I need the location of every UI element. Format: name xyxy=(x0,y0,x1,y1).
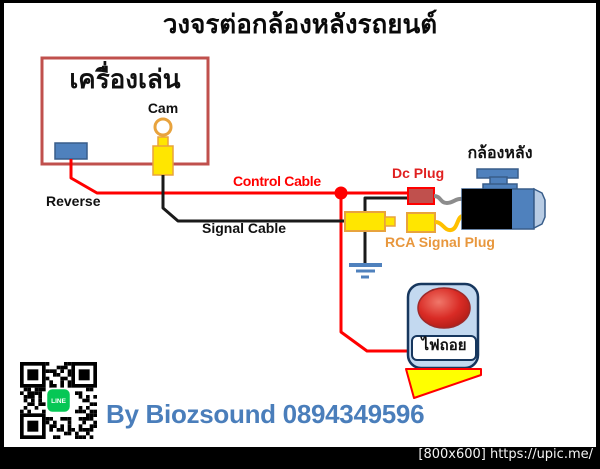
cam-port-label: Cam xyxy=(147,100,179,116)
rear-camera-label: กล้องหลัง xyxy=(467,145,533,162)
signal-cable-wire xyxy=(161,175,346,223)
cam-port-icon xyxy=(153,117,173,137)
control-cable-label: Control Cable xyxy=(233,173,321,189)
reverse-light xyxy=(405,282,482,399)
watermark-text: [800x600] https://upic.me/ xyxy=(418,447,593,462)
reverse-light-label-box xyxy=(411,335,477,361)
control-cable-wire xyxy=(69,159,408,195)
ground-wire xyxy=(363,196,408,263)
byline-text: By Biozsound 0894349596 xyxy=(106,399,425,429)
camera-video-wire xyxy=(434,214,464,233)
junction-dot xyxy=(334,186,348,200)
cam-plug xyxy=(152,136,174,176)
player-box-label: เครื่องเล่น xyxy=(69,64,181,94)
reverse-light-label: ไฟถอย xyxy=(421,337,467,354)
reverse-output-port xyxy=(54,142,88,160)
svg-text:LINE: LINE xyxy=(51,398,66,405)
reverse-label: Reverse xyxy=(46,193,101,209)
light-beam-shape xyxy=(405,368,482,399)
ground-symbol-icon xyxy=(349,263,382,279)
page-title: วงจรต่อกล้องหลังรถยนต์ xyxy=(162,10,438,40)
camera-power-wire xyxy=(433,194,464,206)
line-logo-icon: LINE xyxy=(45,387,72,414)
rca-signal-plug-label: RCA Signal Plug xyxy=(385,234,495,250)
signal-cable-label: Signal Cable xyxy=(202,220,287,236)
rear-camera xyxy=(461,168,546,230)
reverse-light-bulb xyxy=(417,287,471,329)
dc-plug-label: Dc Plug xyxy=(392,165,445,181)
rca-signal-plug-connector xyxy=(406,212,436,233)
dc-plug-connector xyxy=(407,187,435,205)
qr-code: LINE xyxy=(20,362,97,439)
reverse-light-wire xyxy=(339,193,409,353)
rca-male-connector xyxy=(344,211,396,232)
